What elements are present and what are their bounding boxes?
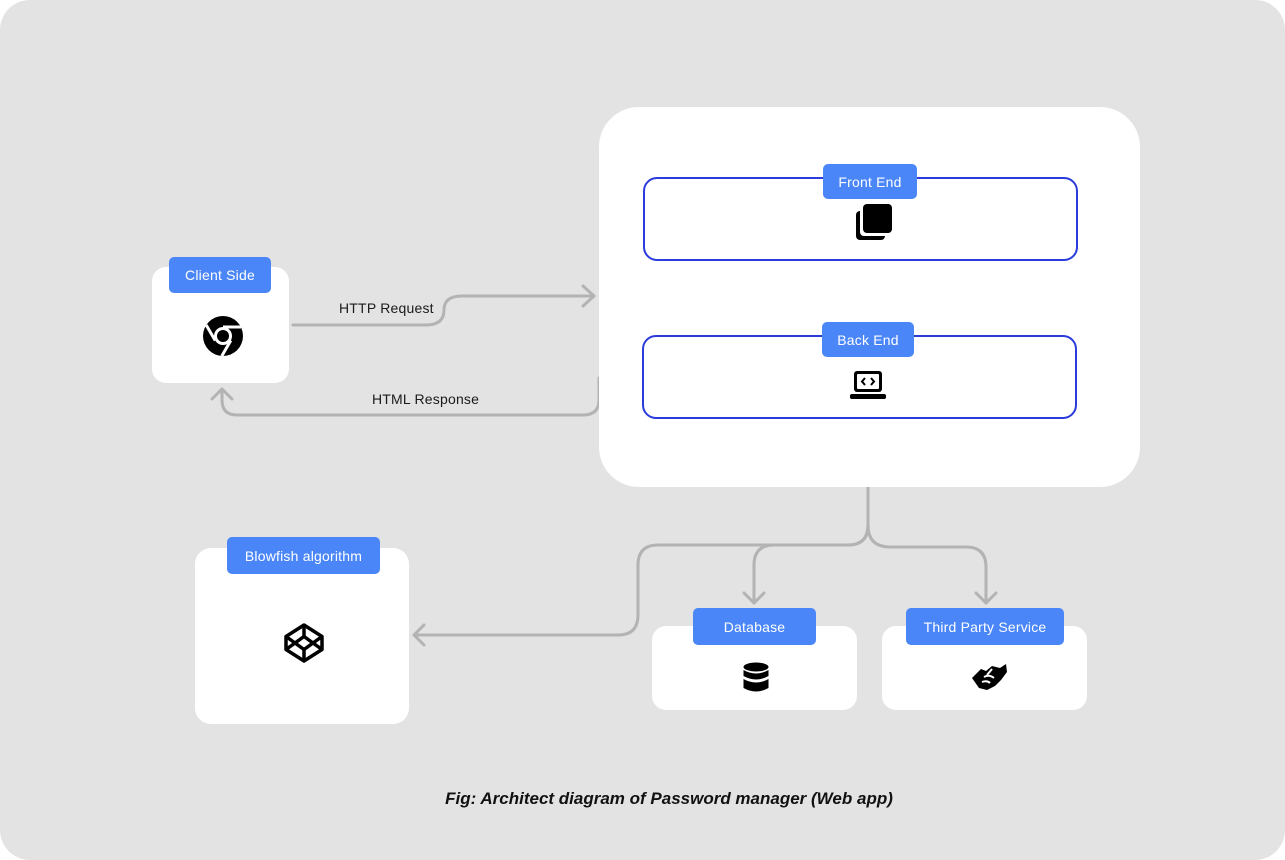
html-response-connector [220,376,601,417]
database-icon [743,662,769,692]
code-laptop-icon [850,371,886,399]
database-label: Database [693,608,816,645]
blowfish-arrowhead [412,623,426,647]
handshake-icon [972,664,1007,690]
copy-layers-icon [856,204,892,240]
http-request-label: HTTP Request [339,300,434,316]
third-party-arrowhead [974,591,998,605]
html-response-label: HTML Response [372,391,480,407]
http-request-arrowhead [581,284,596,308]
blowfish-node[interactable] [195,548,409,724]
blowfish-label: Blowfish algorithm [227,537,380,574]
client-side-label: Client Side [169,257,271,293]
database-arrowhead [742,591,766,605]
http-request-connector [291,294,596,327]
third-party-connector [866,523,988,605]
html-response-arrowhead [210,387,234,401]
front-end-label: Front End [823,164,917,199]
third-party-label: Third Party Service [906,608,1064,645]
figure-caption: Fig: Architect diagram of Password manag… [445,789,893,808]
codepen-cube-icon [284,623,324,663]
chrome-icon [203,316,243,357]
database-connector [752,523,870,605]
back-end-label: Back End [822,322,914,357]
